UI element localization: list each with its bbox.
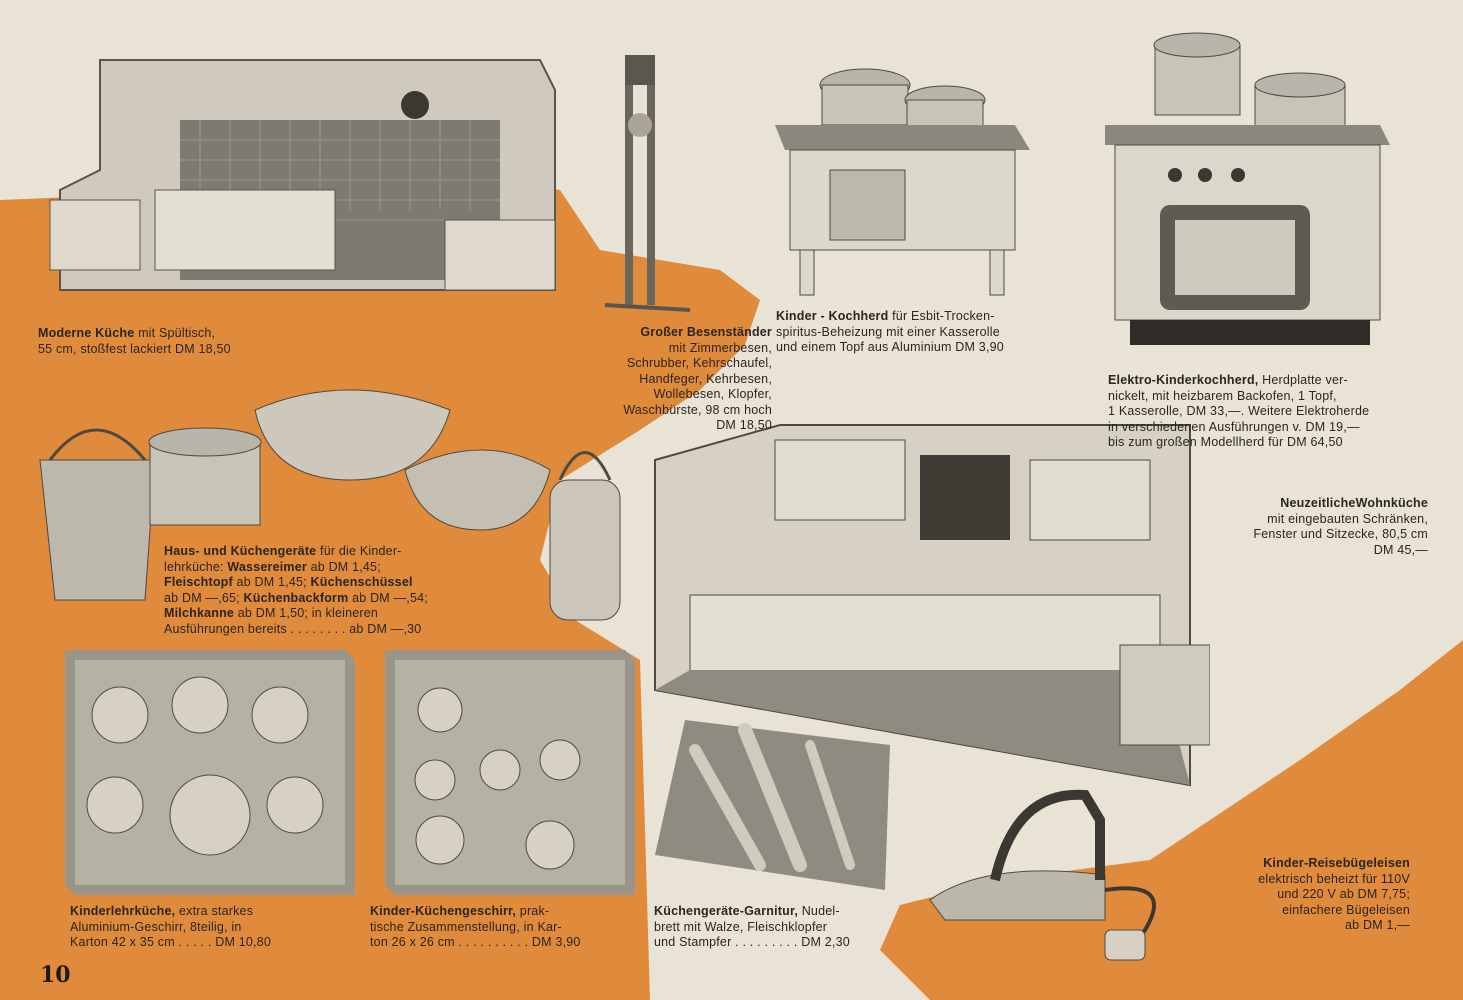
line: Ausführungen bereits . . . . . . . . ab … <box>164 621 422 636</box>
line: Fenster und Sitzecke, 80,5 cm <box>1253 527 1428 541</box>
kochherd-illustration <box>775 68 1030 296</box>
line: in verschiedenen Ausführungen v. DM 19,— <box>1108 419 1360 434</box>
title-moderne-kueche: Moderne Küche <box>38 326 135 340</box>
caption-kinderlehrkueche: Kinderlehrküche, extra starkes Aluminium… <box>70 904 271 951</box>
line: ab DM 1,45; <box>306 559 381 574</box>
line: DM 45,— <box>1373 542 1428 557</box>
line: Herdplatte ver- <box>1262 373 1348 387</box>
caption-moderne-kueche: Moderne Küche mit Spültisch, 55 cm, stoß… <box>38 326 231 357</box>
title-wohnkueche: NeuzeitlicheWohnküche <box>1280 496 1428 510</box>
title-kuechengeraete: Haus- und Küchengeräte <box>164 544 317 558</box>
title-besenstaender: Großer Besenständer <box>640 325 772 339</box>
line: prak- <box>519 904 550 918</box>
line: ab DM 1,45; <box>232 575 311 589</box>
page-number: 10 <box>40 962 71 988</box>
item-wassereimer: Wassereimer <box>227 559 307 574</box>
item-fleischtopf: Fleischtopf <box>164 575 233 589</box>
title-buegeleisen: Kinder-Reisebügeleisen <box>1263 856 1410 870</box>
line: nickelt, mit heizbarem Backofen, 1 Topf, <box>1108 388 1337 403</box>
kinderlehrkueche-illustration <box>65 650 355 895</box>
line: und einem Topf aus Aluminium DM 3,90 <box>776 340 1004 354</box>
kuechengeraete-illustration <box>39 389 621 621</box>
title-kinderlehrkueche: Kinderlehrküche, <box>70 904 176 918</box>
line: mit Zimmerbesen, <box>668 340 772 355</box>
line: lehrküche: <box>164 559 228 574</box>
caption-kochherd: Kinder - Kochherd für Esbit-Trocken- spi… <box>776 309 1004 356</box>
buegeleisen-illustration <box>929 789 1156 961</box>
line: brett mit Walze, Fleischklopfer <box>654 919 828 934</box>
line: extra starkes <box>179 904 254 918</box>
line: 55 cm, stoßfest lackiert DM 18,50 <box>38 341 231 356</box>
line: und 220 V ab DM 7,75; <box>1277 887 1410 901</box>
line: ab DM 1,— <box>1344 918 1410 932</box>
item-kuechenbackform: Küchenbackform <box>243 590 349 605</box>
caption-buegeleisen: Kinder-Reisebügeleisen elektrisch beheiz… <box>1180 856 1410 934</box>
line: und Stampfer . . . . . . . . . DM 2,30 <box>654 935 850 949</box>
elektroherd-illustration <box>1105 32 1390 345</box>
line: Waschbürste, 98 cm hoch <box>623 402 772 417</box>
line: ab DM —,54; <box>348 590 428 605</box>
kuechengeschirr-illustration <box>385 650 635 895</box>
line: bis zum großen Modellherd für DM 64,50 <box>1108 435 1343 449</box>
item-milchkanne: Milchkanne <box>164 606 235 620</box>
line: einfachere Bügeleisen <box>1282 902 1410 917</box>
line: ab DM —,65; <box>164 590 244 605</box>
caption-kuechengeraete: Haus- und Küchengeräte für die Kinder- l… <box>164 544 428 637</box>
line: mit eingebauten Schränken, <box>1267 511 1428 526</box>
line: Aluminium-Geschirr, 8teilig, in <box>70 919 242 934</box>
besenstaender-illustration <box>604 55 691 312</box>
line: Karton 42 x 35 cm . . . . . DM 10,80 <box>70 935 272 949</box>
moderne-kueche-illustration <box>49 59 556 291</box>
title-garnitur: Küchengeräte-Garnitur, <box>654 904 799 918</box>
title-kuechengeschirr: Kinder-Küchengeschirr, <box>370 904 517 918</box>
line: DM 18,50 <box>716 418 772 432</box>
caption-elektroherd: Elektro-Kinderkochherd, Herdplatte ver- … <box>1108 373 1369 451</box>
line: für die Kinder- <box>320 544 402 558</box>
line: mit Spültisch, <box>138 326 216 340</box>
line: ab DM 1,50; in kleineren <box>234 606 379 620</box>
line: spiritus-Beheizung mit einer Kasserolle <box>776 324 1000 339</box>
line: Handfeger, Kehrbesen, <box>639 371 772 386</box>
line: elektrisch beheizt für 110V <box>1258 871 1410 886</box>
wohnkueche-illustration <box>654 424 1210 787</box>
caption-kuechengeschirr: Kinder-Küchengeschirr, prak- tische Zusa… <box>370 904 581 951</box>
line: Nudel- <box>801 904 840 918</box>
line: ton 26 x 26 cm . . . . . . . . . . DM 3,… <box>370 935 581 949</box>
item-kuechenschuessel: Küchenschüssel <box>310 575 413 589</box>
caption-besenstaender: Großer Besenständer mit Zimmerbesen, Sch… <box>540 325 772 434</box>
line: Wollebesen, Klopfer, <box>653 387 772 401</box>
caption-garnitur: Küchengeräte-Garnitur, Nudel- brett mit … <box>654 904 850 951</box>
caption-wohnkueche: NeuzeitlicheWohnküche mit eingebauten Sc… <box>1200 496 1428 558</box>
line: tische Zusammenstellung, in Kar- <box>370 919 562 934</box>
line: für Esbit-Trocken- <box>892 309 995 323</box>
title-elektroherd: Elektro-Kinderkochherd, <box>1108 373 1259 387</box>
garnitur-illustration <box>655 720 890 890</box>
line: 1 Kasserolle, DM 33,—. Weitere Elektrohe… <box>1108 404 1370 418</box>
title-kochherd: Kinder - Kochherd <box>776 309 889 323</box>
line: Schrubber, Kehrschaufel, <box>626 356 772 370</box>
